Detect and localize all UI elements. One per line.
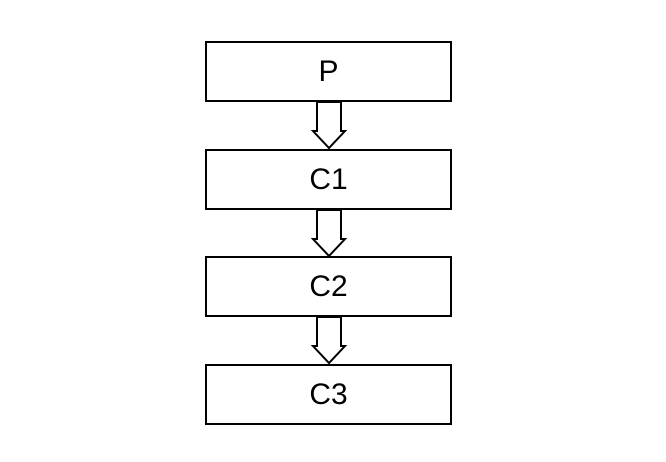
arrow-p-to-c1 bbox=[310, 101, 348, 150]
node-c3-label: C3 bbox=[309, 377, 348, 411]
arrow-c2-to-c3 bbox=[310, 316, 348, 365]
node-c2-label: C2 bbox=[309, 269, 348, 303]
node-p-label: P bbox=[318, 54, 339, 88]
node-c2: C2 bbox=[205, 256, 452, 317]
node-c3: C3 bbox=[205, 364, 452, 425]
node-c1: C1 bbox=[205, 149, 452, 210]
node-c1-label: C1 bbox=[309, 162, 348, 196]
arrow-c1-to-c2 bbox=[310, 209, 348, 258]
node-p: P bbox=[205, 41, 452, 102]
